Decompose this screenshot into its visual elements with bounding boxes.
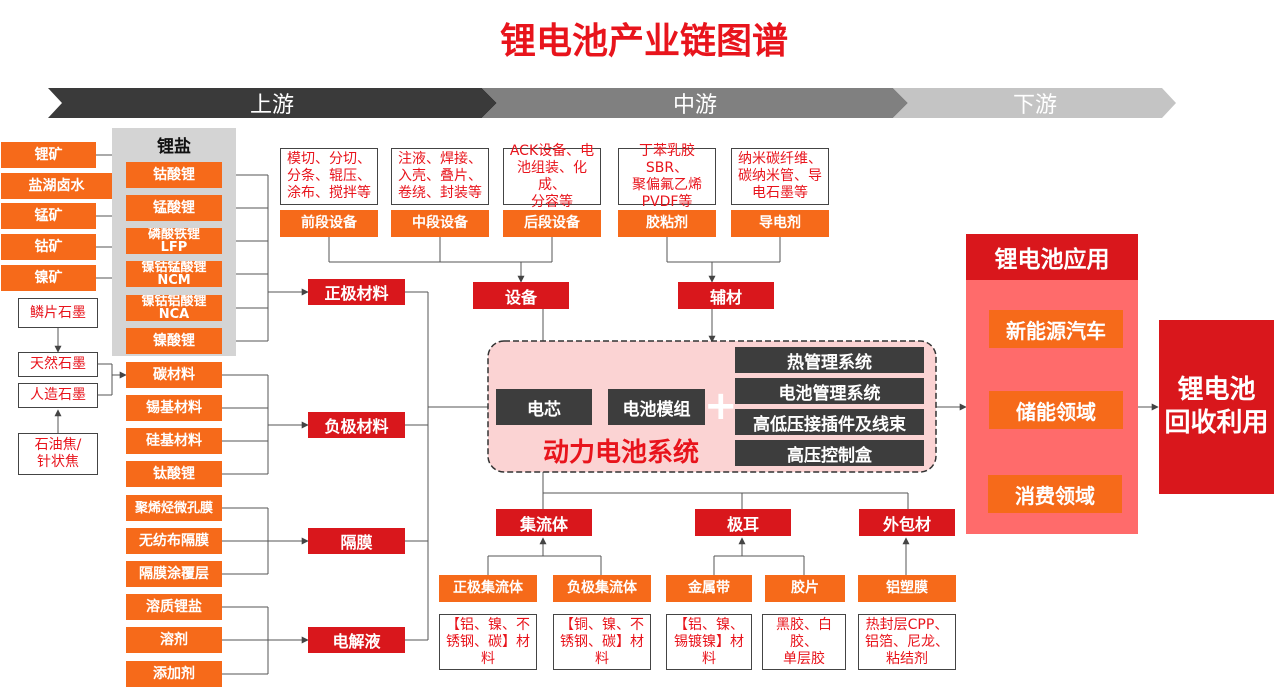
anode-item: 硅基材料 (126, 428, 222, 454)
electrolyte-item: 溶质锂盐 (126, 594, 222, 620)
anode-item: 钛酸锂 (126, 461, 222, 487)
anode-material: 负极材料 (308, 412, 405, 438)
ore-item: 镍矿 (1, 265, 96, 291)
bottom-item-desc: 【铝、镍、 锡镀镍】材 料 (666, 614, 752, 670)
subsystem-item: 高压控制盒 (735, 440, 924, 466)
equipment-desc: ACK设备、电 池组装、化成、 分容等 (503, 143, 601, 210)
stage-downstream: 下游 (1012, 93, 1057, 118)
cathode-material: 正极材料 (308, 279, 405, 305)
applications-title: 锂电池应用 (966, 234, 1138, 280)
application-item: 新能源汽车 (989, 310, 1123, 348)
auxiliary-label: 胶粘剂 (618, 210, 716, 237)
separator-material: 隔膜 (308, 528, 405, 554)
lithium-salt-item: 镍钴铝酸锂 NCA (126, 295, 222, 321)
electrolyte-item: 溶剂 (126, 627, 222, 653)
power-system-label: 动力电池系统 (543, 438, 700, 468)
equipment-label: 中段设备 (391, 210, 489, 237)
lithium-salt-item: 钴酸锂 (126, 162, 222, 188)
auxiliary-desc: 丁苯乳胶SBR、 聚偏氟乙烯 PVDF等 (618, 143, 716, 210)
separator-item: 聚烯烃微孔膜 (126, 495, 222, 521)
lithium-salt-item: 锰酸锂 (126, 195, 222, 221)
ore-item: 盐湖卤水 (1, 173, 112, 199)
bottom-item-label: 金属带 (666, 575, 752, 602)
auxiliary-label: 导电剂 (731, 210, 829, 237)
power-system-area (487, 340, 937, 473)
stage-arrow-upstream (48, 88, 497, 118)
lithium-salt-item: 镍钴锰酸锂 NCM (126, 261, 222, 287)
battery-cell: 电芯 (496, 389, 592, 425)
equipment-label: 后段设备 (503, 210, 601, 237)
bottom-item-desc: 【铜、镍、不 锈钢、碳】材 料 (553, 614, 651, 670)
stage-midstream: 中游 (672, 93, 717, 118)
bottom-item-desc: 【铝、镍、不 锈钢、碳】材 料 (439, 614, 537, 670)
anode-item: 碳材料 (126, 362, 222, 388)
packaging-hub: 外包材 (859, 509, 955, 536)
plus-sign: + (704, 383, 738, 429)
graphite-source: 天然石墨 (18, 352, 98, 377)
auxiliary-hub: 辅材 (678, 282, 774, 309)
bottom-item-label: 铝塑膜 (858, 575, 956, 602)
current-collector-hub: 集流体 (496, 509, 592, 536)
bottom-item-label: 负极集流体 (553, 575, 651, 602)
stage-upstream: 上游 (249, 93, 294, 118)
recycle-box: 锂电池 回收利用 (1159, 320, 1274, 494)
ore-item: 锰矿 (1, 203, 96, 229)
application-item: 储能领域 (989, 391, 1123, 429)
subsystem-item: 电池管理系统 (735, 378, 924, 404)
separator-item: 无纺布隔膜 (126, 528, 222, 554)
graphite-source: 石油焦/ 针状焦 (18, 433, 98, 475)
page-title: 锂电池产业链图谱 (499, 21, 788, 62)
equipment-hub: 设备 (473, 282, 569, 309)
equipment-label: 前段设备 (280, 210, 378, 237)
ore-item: 钴矿 (1, 234, 96, 260)
electrolyte-material: 电解液 (308, 627, 405, 653)
subsystem-item: 热管理系统 (735, 347, 924, 373)
bottom-item-desc: 黑胶、白胶、 单层胶 (762, 614, 846, 670)
application-item: 消费领域 (988, 475, 1122, 513)
ore-item: 锂矿 (1, 142, 96, 168)
electrolyte-item: 添加剂 (126, 661, 222, 687)
stage-arrow-midstream (482, 88, 908, 118)
bottom-item-label: 正极集流体 (439, 575, 537, 602)
auxiliary-desc: 纳米碳纤维、 碳纳米管、导 电石墨等 (731, 148, 829, 205)
separator-item: 隔膜涂覆层 (126, 561, 222, 587)
graphite-source: 鳞片石墨 (18, 298, 98, 328)
subsystem-item: 高低压接插件及线束 (735, 409, 924, 435)
lithium-salt-title: 锂盐 (157, 137, 191, 157)
lithium-salt-item: 镍酸锂 (126, 328, 222, 354)
bottom-item-desc: 热封层CPP、 铝箔、尼龙、 粘结剂 (858, 614, 956, 670)
bottom-item-label: 胶片 (765, 575, 845, 602)
battery-module: 电池模组 (608, 389, 705, 425)
stage-arrow-downstream (893, 88, 1176, 118)
equipment-desc: 模切、分切、 分条、辊压、 涂布、搅拌等 (280, 148, 378, 205)
anode-item: 锡基材料 (126, 395, 222, 421)
lithium-salt-item: 磷酸铁锂 LFP (126, 228, 222, 254)
graphite-source: 人造石墨 (18, 383, 98, 408)
equipment-desc: 注液、焊接、 入壳、叠片、 卷绕、封装等 (391, 148, 489, 205)
tab-hub: 极耳 (695, 509, 791, 536)
